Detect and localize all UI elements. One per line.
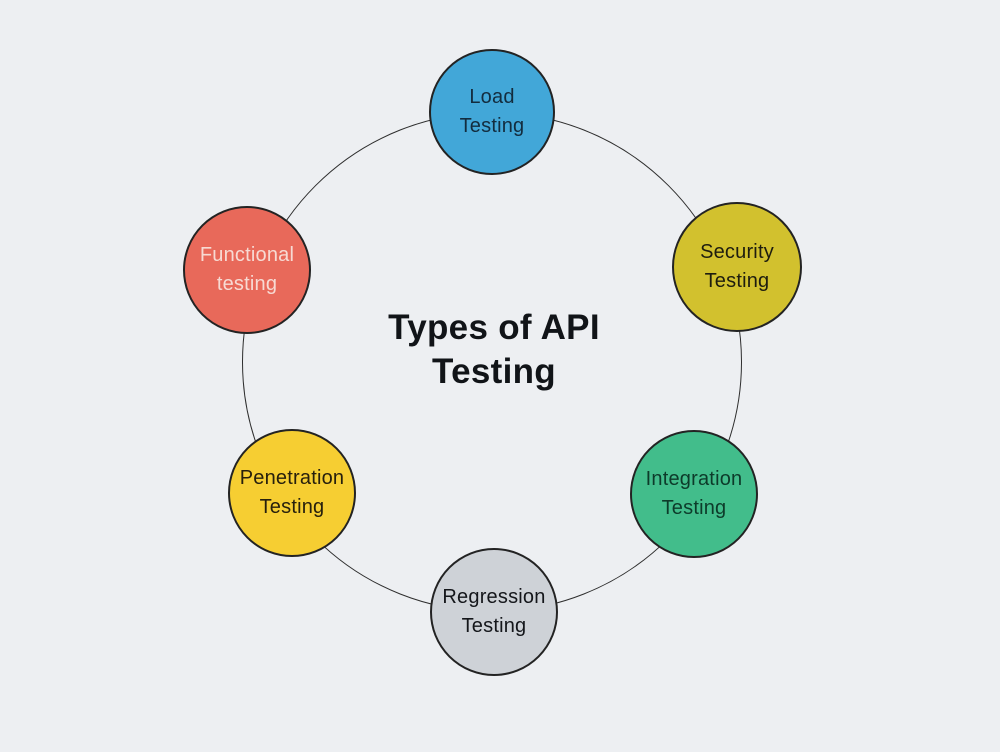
node-label-line2: Testing bbox=[704, 270, 770, 292]
node-regression-testing: Regression Testing bbox=[430, 548, 558, 676]
node-load-testing: Load Testing bbox=[429, 49, 555, 175]
diagram-title: Types of API Testing bbox=[294, 306, 694, 394]
node-label-line1: Integration bbox=[645, 468, 743, 490]
node-label-line2: testing bbox=[216, 273, 278, 295]
node-label-line2: Testing bbox=[459, 115, 525, 137]
node-label-line2: Testing bbox=[259, 496, 325, 518]
node-integration-testing: Integration Testing bbox=[630, 430, 758, 558]
node-functional-testing: Functional testing bbox=[183, 206, 311, 334]
node-label-line1: Functional bbox=[199, 244, 295, 266]
node-penetration-testing: Penetration Testing bbox=[228, 429, 356, 557]
node-label-line2: Testing bbox=[661, 497, 727, 519]
node-label-line1: Regression bbox=[442, 586, 546, 608]
diagram-title-line2: Testing bbox=[432, 352, 556, 391]
node-label-line1: Penetration bbox=[239, 467, 345, 489]
node-security-testing: Security Testing bbox=[672, 202, 802, 332]
node-label-line2: Testing bbox=[461, 615, 527, 637]
node-label-line1: Security bbox=[700, 241, 774, 263]
node-label-line1: Load bbox=[469, 86, 515, 108]
diagram-title-line1: Types of API bbox=[388, 308, 600, 347]
